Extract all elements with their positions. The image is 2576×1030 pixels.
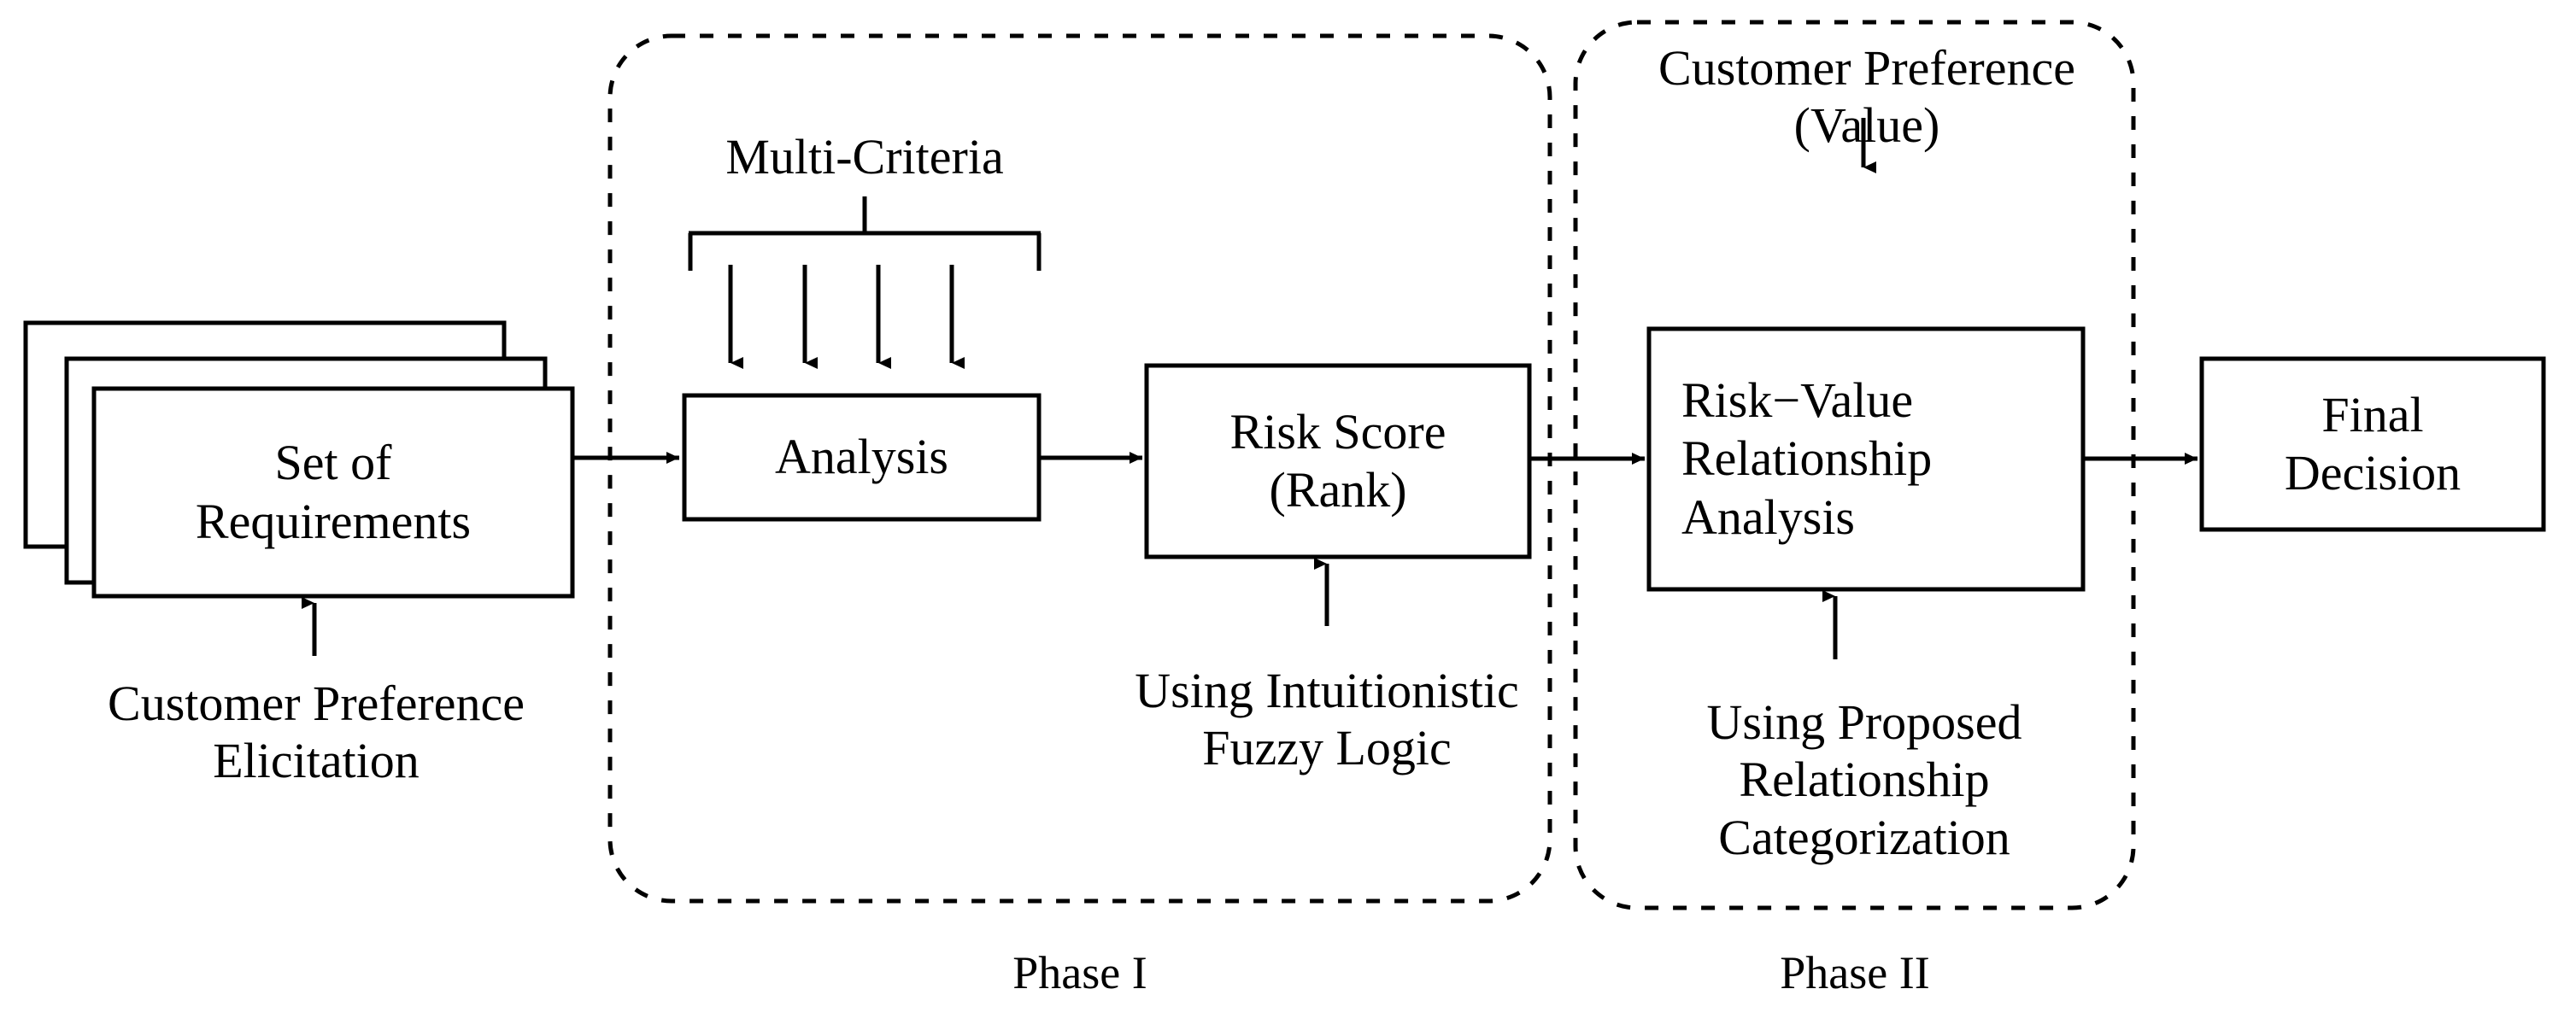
risk-score-label: Risk Score (Rank) bbox=[1229, 403, 1446, 518]
phase-one-boundary bbox=[607, 33, 1552, 904]
final-decision-label: Final Decision bbox=[2284, 386, 2462, 500]
phase-two-label: Phase II bbox=[1780, 947, 1930, 998]
multi-criteria-label: Multi-Criteria bbox=[725, 129, 1004, 184]
customer-preference-elicitation-label: Customer Preference Elicitation bbox=[108, 676, 525, 789]
risk-score-box[interactable] bbox=[1144, 363, 1532, 559]
phase-one-label: Phase I bbox=[1012, 947, 1147, 998]
using-proposed-relationship-categorization-label: Using Proposed Relationship Categorizati… bbox=[1706, 694, 2022, 865]
phase-two-boundary bbox=[1573, 20, 2136, 910]
multi-criteria-brace bbox=[688, 196, 1042, 271]
multi-criteria-arrows bbox=[728, 265, 965, 369]
risk-value-relationship-analysis-box[interactable] bbox=[1646, 326, 2086, 592]
set-of-requirements-box[interactable] bbox=[91, 386, 575, 599]
risk-value-relationship-analysis-label: Risk−Value Relationship Analysis bbox=[1681, 372, 1933, 545]
analysis-label: Analysis bbox=[775, 429, 948, 485]
customer-preference-value-label: Customer Preference (Value) bbox=[1658, 40, 2075, 154]
final-decision-box[interactable] bbox=[2199, 356, 2546, 532]
set-of-requirements-label: Set of Requirements bbox=[195, 435, 472, 549]
using-intuitionistic-fuzzy-logic-label: Using Intuitionistic Fuzzy Logic bbox=[1135, 663, 1519, 776]
analysis-box[interactable] bbox=[682, 393, 1042, 522]
